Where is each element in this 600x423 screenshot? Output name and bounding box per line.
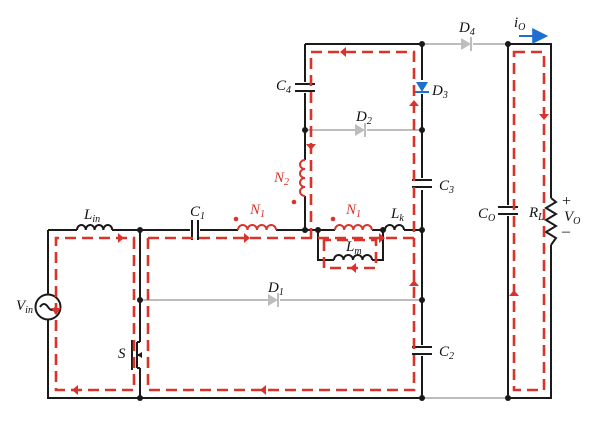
label-n2: N2 — [273, 170, 289, 188]
label-io: iO — [514, 15, 525, 33]
d3-diode — [415, 82, 429, 93]
c3-capacitor — [412, 179, 432, 188]
label-n1b: N1 — [345, 202, 361, 220]
label-c1: C1 — [190, 204, 205, 222]
current-loops — [51, 47, 549, 395]
label-n1a: N1 — [249, 202, 265, 220]
n1b-polarity-dot — [330, 216, 336, 222]
labels: Lin C1 N1 N1 Lk Lm N2 C4 C3 C2 D1 D2 D3 … — [16, 15, 580, 362]
lm-current-loop — [322, 238, 378, 270]
lin-inductor — [76, 224, 114, 231]
label-s: S — [118, 346, 126, 362]
vo-plus: + — [562, 193, 571, 210]
label-vin: Vin — [16, 298, 33, 316]
label-co: CO — [478, 206, 495, 224]
label-lm: Lm — [345, 239, 362, 257]
tank-current-loop — [148, 50, 416, 240]
d2-diode — [355, 123, 366, 137]
label-rl: RL — [528, 205, 544, 223]
junctions — [137, 41, 511, 401]
c2-capacitor — [412, 346, 432, 355]
c1-capacitor — [191, 220, 199, 240]
inactive-wires — [140, 43, 508, 399]
lk-inductor — [384, 224, 405, 231]
wires — [47, 43, 552, 399]
label-d1: D1 — [267, 280, 284, 298]
n2-winding — [299, 159, 306, 197]
n1-polarity-dot — [233, 216, 239, 222]
label-vo: VO — [564, 209, 580, 227]
output-current-loop — [512, 50, 546, 392]
label-c4: C4 — [276, 78, 291, 96]
input-current-loop — [54, 236, 136, 392]
label-c2: C2 — [439, 344, 454, 362]
label-c3: C3 — [439, 178, 454, 196]
mosfet-switch — [131, 340, 142, 370]
n1-secondary-winding — [334, 224, 373, 231]
label-lk: Lk — [390, 206, 404, 224]
lm-inductor — [333, 254, 373, 261]
n2-polarity-dot — [291, 199, 297, 205]
n1-primary-winding — [237, 224, 277, 231]
label-d2: D2 — [355, 109, 372, 127]
rl-resistor — [544, 197, 558, 246]
label-d3: D3 — [431, 83, 448, 101]
label-lin: Lin — [83, 207, 100, 225]
vo-minus: – — [561, 223, 571, 240]
d1-diode — [268, 293, 279, 307]
d4-diode — [461, 37, 472, 51]
label-d4: D4 — [458, 20, 475, 38]
